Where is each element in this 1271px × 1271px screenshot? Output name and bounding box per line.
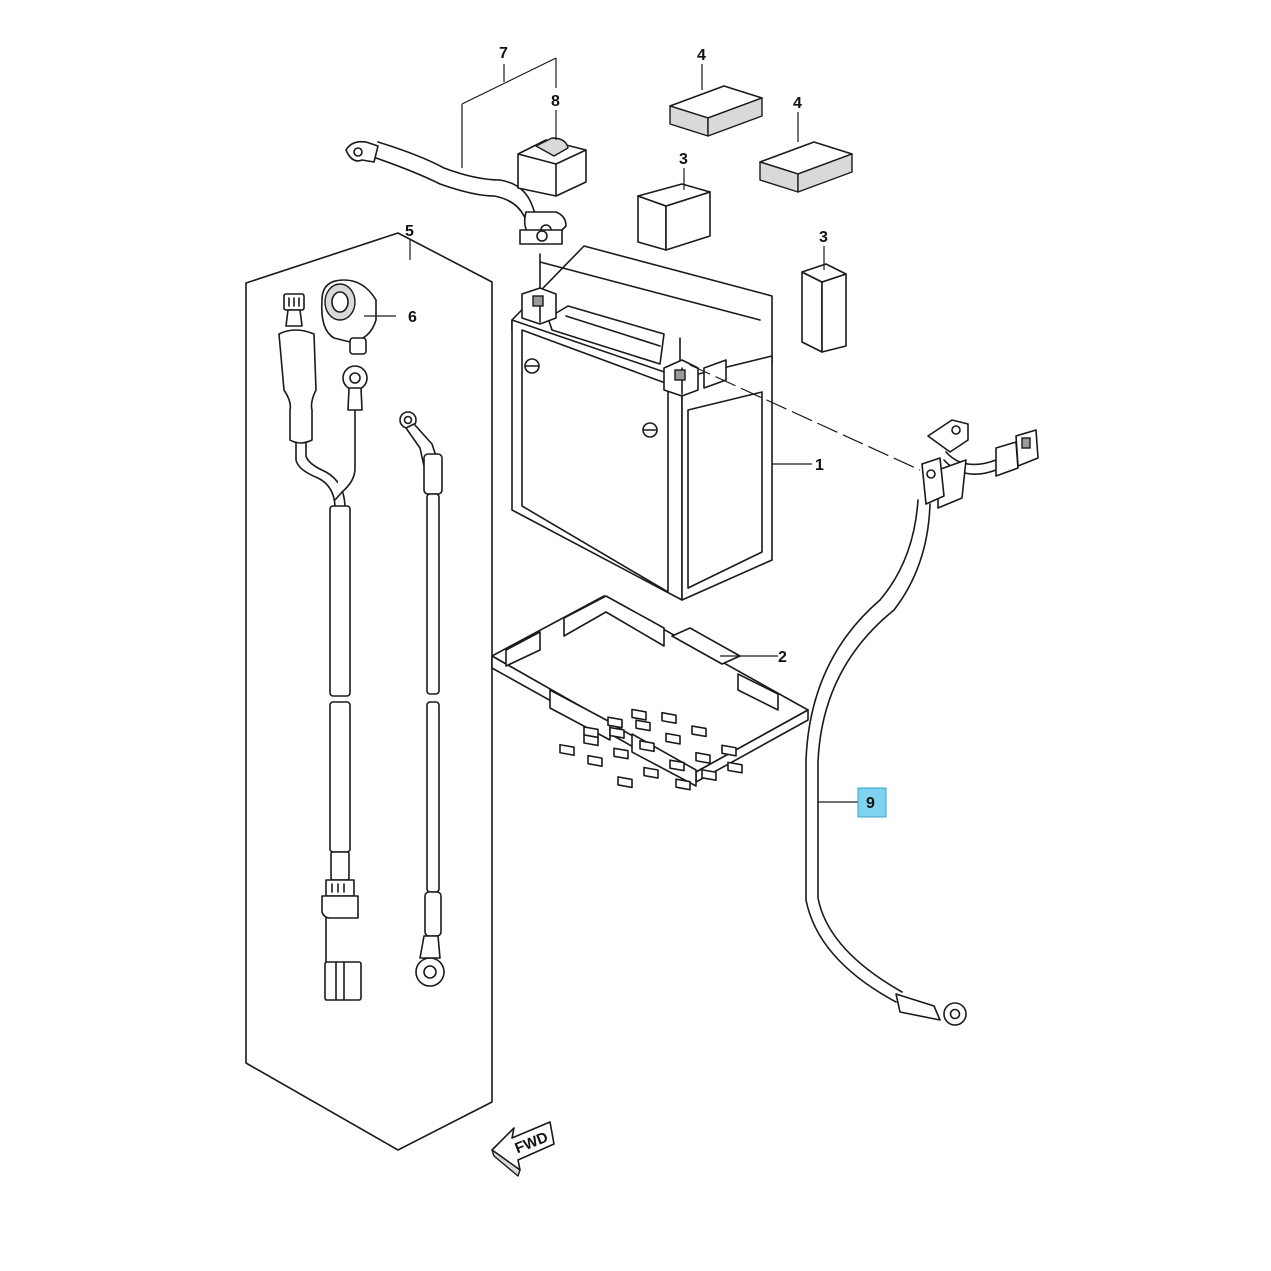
leader-lines — [364, 57, 860, 803]
callout-2: 2 — [778, 649, 787, 666]
callout-7: 7 — [499, 45, 508, 62]
callout-9: 9 — [866, 795, 875, 812]
harness-cable — [278, 293, 368, 1001]
ground-cable-short — [399, 411, 445, 987]
battery-pad-upper — [637, 183, 711, 251]
callout-9-highlight — [857, 787, 887, 818]
callout-3b: 3 — [819, 229, 828, 246]
callout-4b: 4 — [793, 95, 802, 112]
battery-cable-negative — [805, 419, 1039, 1026]
battery-pad-lower — [801, 263, 847, 353]
callout-3a: 3 — [679, 151, 688, 168]
callout-8: 8 — [551, 93, 560, 110]
terminal-cap — [320, 279, 377, 355]
callout-5: 5 — [405, 223, 414, 240]
fwd-arrow-icon: FWD — [491, 1121, 555, 1177]
battery-cable-positive — [345, 140, 567, 245]
battery-cushion-b — [759, 141, 853, 193]
battery — [511, 245, 773, 601]
battery-tray — [491, 595, 809, 791]
callout-1: 1 — [815, 457, 824, 474]
terminal-cover — [517, 137, 587, 197]
tray-slots — [559, 708, 743, 791]
harness-kit-box — [245, 232, 493, 1151]
assembly-leader-dashed — [689, 364, 921, 471]
callouts: 7 8 4 4 3 3 5 6 1 2 9 — [405, 45, 887, 818]
battery-cushion-a — [669, 85, 763, 137]
callout-4a: 4 — [697, 47, 706, 64]
callout-6: 6 — [408, 309, 417, 326]
